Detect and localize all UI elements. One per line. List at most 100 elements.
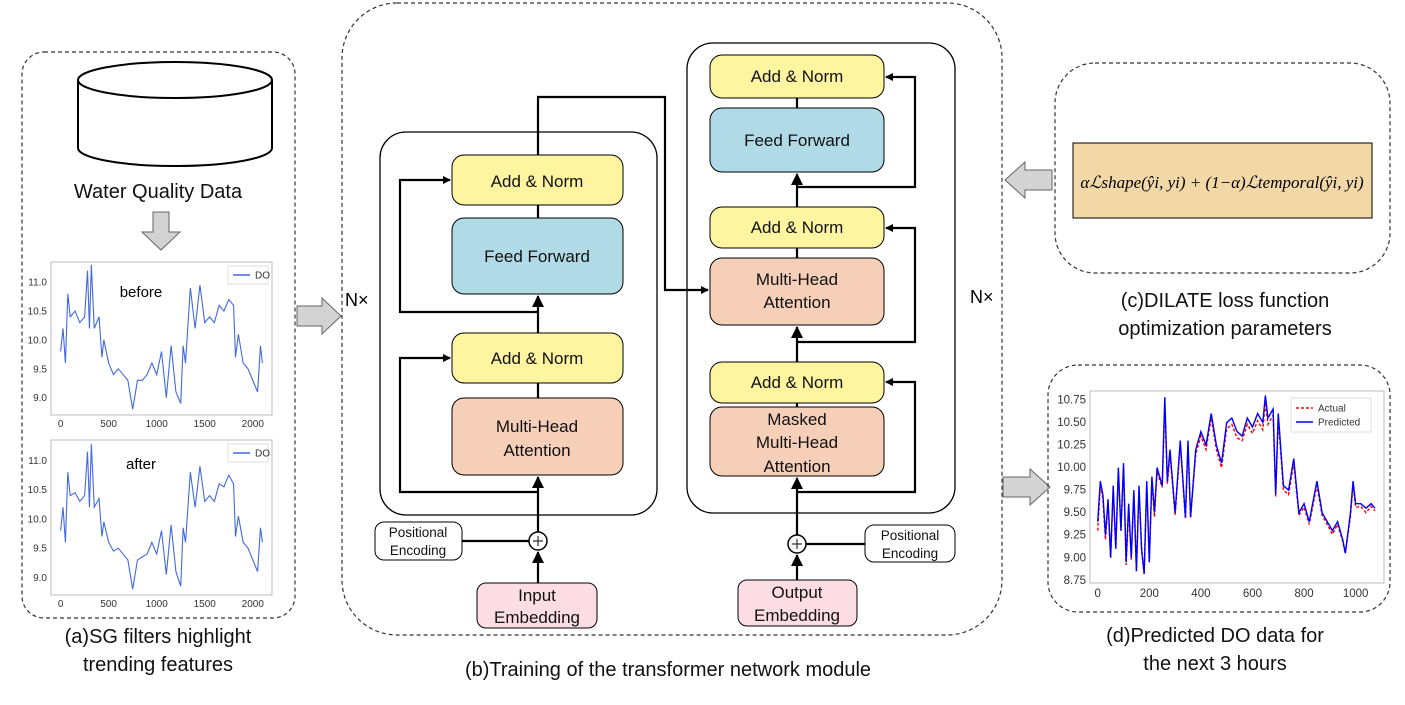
right-arrow-icon	[1002, 467, 1051, 507]
down-arrow-icon	[140, 211, 182, 251]
caption-c-line1: (c)DILATE loss function	[1121, 290, 1330, 312]
svg-text:Feed Forward: Feed Forward	[484, 247, 590, 266]
legend-box	[1290, 397, 1372, 433]
y-tick-label: 9.00	[1064, 552, 1086, 564]
svg-text:Add & Norm: Add & Norm	[491, 172, 584, 191]
x-tick-label: 1500	[194, 419, 217, 430]
encoder-add-norm-top: Add & Norm	[451, 154, 624, 206]
x-tick-label: 0	[58, 599, 64, 610]
formula-box	[1072, 142, 1373, 219]
legend-label: Predicted	[1318, 418, 1360, 429]
svg-text:Positional: Positional	[881, 528, 940, 543]
series-line-predicted	[1097, 395, 1376, 575]
caption-d-line1: (d)Predicted DO data for	[1106, 625, 1324, 647]
panel-d-frame	[1047, 364, 1391, 613]
series-line-do	[60, 264, 263, 410]
svg-text:Add & Norm: Add & Norm	[751, 218, 844, 237]
series-line-actual	[1097, 402, 1376, 575]
decoder-add-norm-top: Add & Norm	[709, 54, 885, 99]
svg-text:Positional: Positional	[389, 525, 448, 540]
encoder-add-norm-bottom: Add & Norm	[451, 332, 624, 384]
y-tick-label: 10.50	[1057, 417, 1086, 429]
svg-text:Attention: Attention	[763, 457, 830, 476]
positional-encoding-right: Positional Encoding	[864, 524, 956, 563]
svg-text:Embedding: Embedding	[494, 608, 580, 627]
svg-text:Add & Norm: Add & Norm	[751, 67, 844, 86]
legend-label: DO	[255, 449, 270, 460]
x-tick-label: 1000	[146, 419, 169, 430]
svg-text:Feed Forward: Feed Forward	[744, 131, 850, 150]
x-tick-label: 0	[58, 419, 64, 430]
panel-b-frame	[341, 2, 1003, 636]
left-arrow-icon	[1004, 160, 1053, 200]
x-tick-label: 1000	[146, 599, 169, 610]
x-tick-label: 2000	[242, 599, 265, 610]
x-tick-label: 500	[100, 599, 117, 610]
svg-text:Attention: Attention	[763, 293, 830, 312]
decoder-add-norm-mid: Add & Norm	[709, 206, 885, 249]
decoder-add-norm-bottom: Add & Norm	[709, 361, 885, 404]
output-embedding: Output Embedding	[737, 579, 858, 627]
svg-text:Encoding: Encoding	[882, 546, 938, 561]
caption-a-line2: trending features	[83, 654, 233, 676]
svg-text:Multi-Head: Multi-Head	[756, 433, 838, 452]
decoder-connections	[791, 73, 917, 535]
legend-label: Actual	[1318, 404, 1346, 415]
y-tick-label: 9.0	[33, 393, 47, 404]
x-tick-label: 0	[1095, 588, 1101, 600]
y-tick-label: 10.00	[1057, 462, 1086, 474]
svg-text:Embedding: Embedding	[754, 606, 840, 625]
y-tick-label: 9.25	[1064, 530, 1086, 542]
svg-text:Add & Norm: Add & Norm	[491, 349, 584, 368]
panel-b: N× N× Add & Norm Feed Forward Add & Norm…	[341, 2, 1003, 681]
encoder-feed-forward: Feed Forward	[451, 217, 624, 295]
legend-label: DO	[255, 271, 270, 282]
caption-c-line2: optimization parameters	[1118, 318, 1331, 340]
x-tick-label: 400	[1191, 588, 1210, 600]
decoder-block	[686, 42, 956, 514]
y-tick-label: 9.5	[33, 364, 47, 375]
panel-c: αℒshape(ŷi, yi) + (1−α)ℒtemporal(ŷi, yi)…	[1054, 62, 1391, 340]
database-cylinder-icon	[77, 61, 273, 167]
svg-text:Add & Norm: Add & Norm	[751, 373, 844, 392]
svg-text:Multi-Head: Multi-Head	[756, 270, 838, 289]
y-tick-label: 11.0	[28, 456, 47, 467]
caption-a-line1: (a)SG filters highlight	[65, 626, 252, 648]
caption-b: (b)Training of the transformer network m…	[465, 659, 871, 681]
dilate-loss-formula: αℒshape(ŷi, yi) + (1−α)ℒtemporal(ŷi, yi)	[1080, 173, 1364, 192]
encoder-multi-head-attention: Multi-Head Attention	[451, 397, 624, 476]
decoder-multi-head-attention: Multi-Head Attention	[709, 257, 885, 326]
chart-predicted: 8.759.009.259.509.7510.0010.2510.5010.75…	[1057, 390, 1385, 600]
add-plus-icon	[528, 531, 548, 551]
svg-text:Encoding: Encoding	[390, 543, 446, 558]
series-line-do	[60, 444, 263, 590]
y-tick-label: 11.0	[28, 278, 47, 289]
repeat-right-label: N×	[970, 287, 994, 307]
y-tick-label: 8.75	[1064, 575, 1086, 587]
svg-text:Output: Output	[771, 583, 822, 602]
repeat-left-label: N×	[345, 290, 369, 310]
x-tick-label: 600	[1243, 588, 1262, 600]
panel-d: 8.759.009.259.509.7510.0010.2510.5010.75…	[1047, 364, 1391, 675]
y-tick-label: 10.0	[28, 514, 48, 525]
y-tick-label: 10.25	[1057, 440, 1086, 452]
svg-text:Input: Input	[518, 586, 556, 605]
x-tick-label: 200	[1140, 588, 1159, 600]
svg-text:Masked: Masked	[767, 410, 827, 429]
panel-a-frame	[21, 51, 296, 619]
encoder-block	[379, 131, 658, 516]
chart-annotation: before	[120, 284, 163, 301]
y-tick-label: 10.75	[1057, 395, 1086, 407]
x-tick-label: 800	[1294, 588, 1313, 600]
chart-annotation: after	[126, 456, 156, 473]
svg-text:Multi-Head: Multi-Head	[496, 417, 578, 436]
y-tick-label: 9.50	[1064, 507, 1086, 519]
decoder-feed-forward: Feed Forward	[709, 107, 885, 173]
input-embedding: Input Embedding	[476, 582, 598, 629]
x-tick-label: 1500	[194, 599, 217, 610]
svg-text:Attention: Attention	[503, 441, 570, 460]
